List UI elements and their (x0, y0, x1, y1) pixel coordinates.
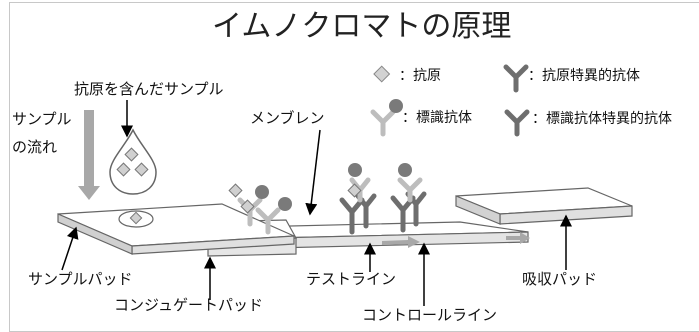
antigen-in-drop-3 (134, 162, 149, 177)
sample-pad-label: サンプルパッド (28, 270, 133, 288)
control-line-complex (390, 163, 427, 233)
labeled-antibody-2 (240, 197, 292, 235)
test-line-complex (339, 163, 377, 235)
sample-flow-label-line2: の流れ (12, 138, 57, 156)
antigen-in-drop-1 (124, 147, 139, 162)
sample-flow-label-line1: サンプル (12, 110, 72, 128)
sample-application-spot (118, 210, 154, 228)
antigen-in-drop-2 (116, 162, 131, 177)
diagram-title: イムノクロマトの原理 (212, 9, 511, 44)
conjugate-labeled-antibodies (228, 183, 292, 235)
antigen-on-pad (129, 211, 143, 225)
labeled-antibody-1 (228, 183, 269, 227)
membrane-pointer (305, 129, 321, 216)
absorbent-pad-label: 吸収パッド (522, 270, 597, 288)
specific-antibody-legend-icon (503, 64, 529, 93)
antigen-legend-icon (373, 65, 391, 83)
sample-pad-pointer (61, 226, 79, 271)
labeled-antibody-legend-icon (370, 99, 403, 137)
legend-labeled-specific-antibody: ：標識抗体特異的抗体 (532, 111, 672, 127)
legend: ：抗原 ：抗原特異的抗体 ：標識抗体 ：標識抗体特異的抗体 (370, 64, 672, 137)
sample-droplet (109, 128, 157, 195)
test-line-label: テストライン (306, 270, 396, 288)
legend-antigen: ：抗原 (399, 68, 441, 84)
conjugate-pad-label: コンジュゲートパッド (114, 296, 263, 314)
sample-flow-arrow (78, 110, 100, 200)
control-line-label: コントロールライン (362, 306, 497, 324)
membrane-label: メンブレン (250, 109, 325, 127)
labeled-specific-antibody-legend-icon (504, 109, 530, 137)
absorbent-pad (455, 187, 633, 225)
legend-specific-antibody: ：抗原特異的抗体 (528, 68, 640, 84)
legend-labeled-antibody: ：標識抗体 (402, 110, 472, 126)
sample-pad (57, 203, 295, 255)
sample-with-antigen-label: 抗原を含んだサンプル (74, 80, 224, 98)
